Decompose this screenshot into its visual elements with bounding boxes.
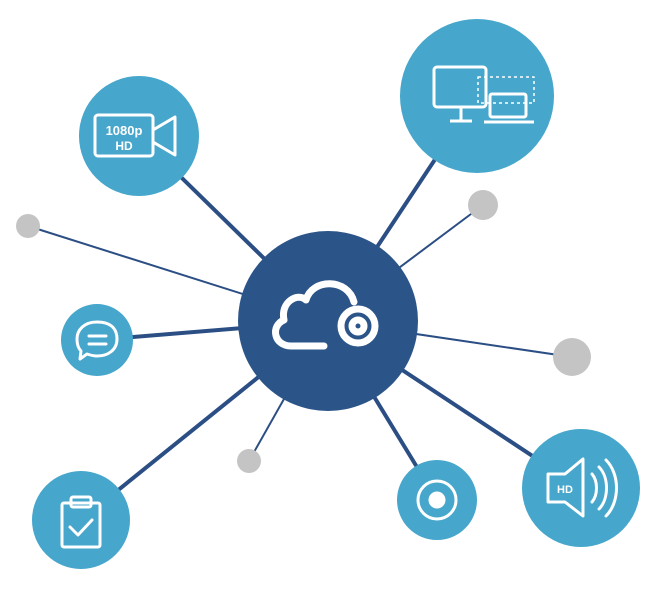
devices-icon [432, 65, 535, 124]
hub-node[interactable] [238, 231, 418, 411]
node-video[interactable]: 1080p HD [79, 76, 199, 196]
minor-dot-lower-middle [237, 449, 261, 473]
node-chat[interactable] [61, 304, 133, 376]
video-camera-icon [93, 113, 177, 158]
node-audio[interactable]: HD [522, 429, 640, 547]
audio-label: HD [557, 484, 573, 496]
hd-audio-speaker-icon [546, 457, 618, 518]
video-label-bottom: HD [115, 139, 133, 153]
node-devices[interactable] [400, 19, 554, 173]
clipboard-check-icon [60, 495, 102, 549]
video-label-top: 1080p [106, 123, 143, 138]
cloud-icon [272, 280, 379, 350]
minor-dot-upper-right [468, 190, 498, 220]
minor-dot-left [16, 214, 40, 238]
minor-dot-right [553, 338, 591, 376]
chat-bubble-icon [75, 320, 119, 361]
node-disc[interactable] [397, 460, 477, 540]
node-checklist[interactable] [32, 471, 130, 569]
disc-icon [416, 479, 458, 521]
minor-dots [16, 190, 591, 473]
